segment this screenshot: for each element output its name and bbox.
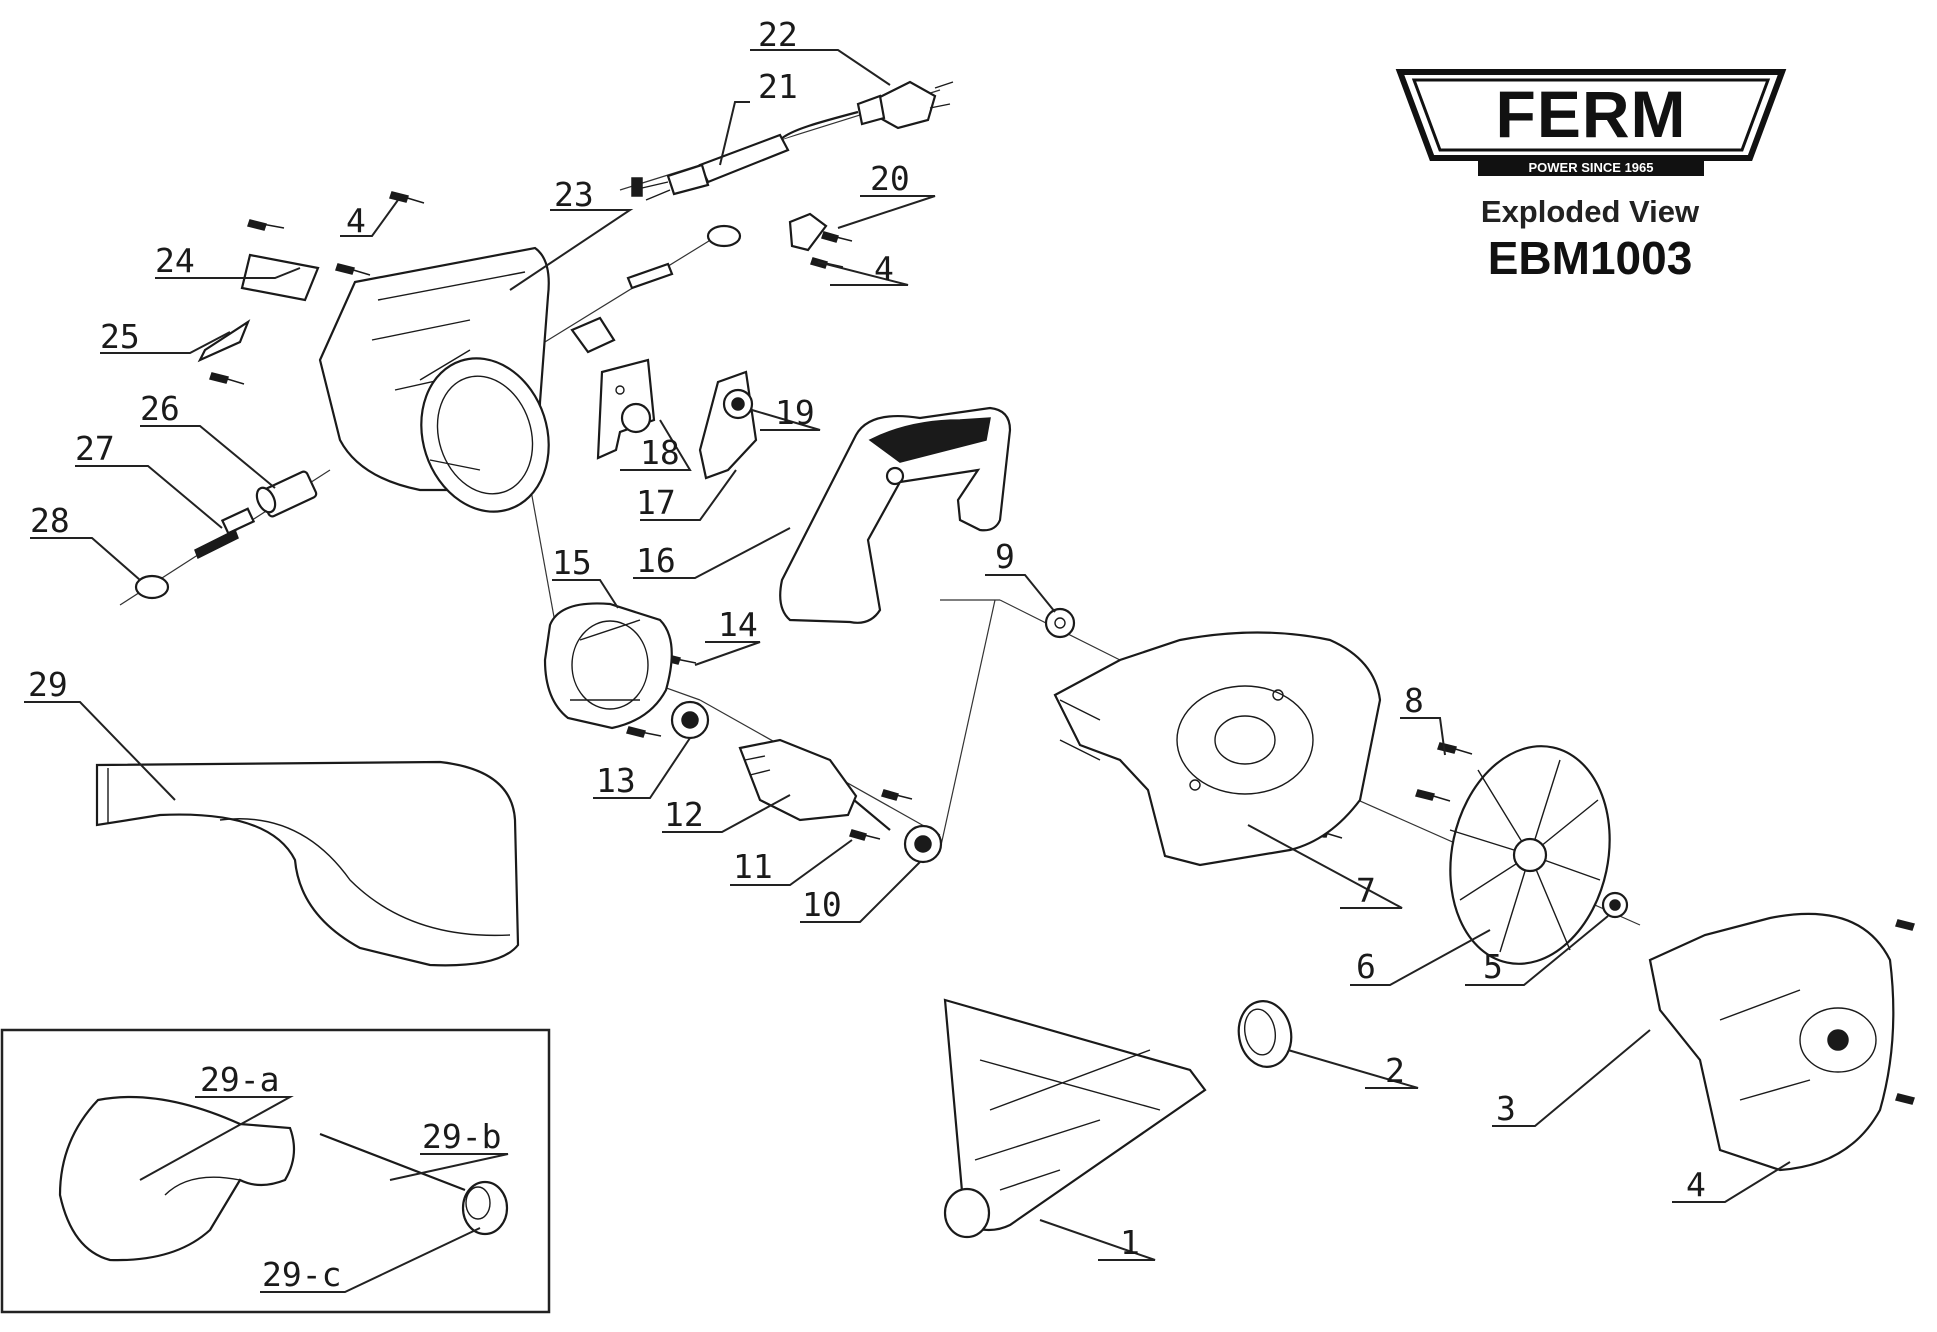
callout-4: 4 [1686, 1165, 1706, 1204]
speed-controller [698, 370, 758, 480]
kit-drawstring [319, 1132, 466, 1192]
callout-8: 8 [1404, 681, 1424, 720]
fan-impeller [1449, 745, 1611, 965]
callout-21: 21 [758, 67, 798, 106]
callout-17: 17 [636, 483, 676, 522]
blower-tube [943, 998, 1207, 1239]
callout-5: 5 [1483, 947, 1503, 986]
callout-29-a: 29-a [200, 1060, 279, 1099]
callout-4: 4 [346, 201, 366, 240]
nut [1601, 891, 1629, 919]
callout-leaders [24, 49, 1791, 1293]
callout-26: 26 [140, 389, 180, 428]
callout-15: 15 [552, 543, 592, 582]
callout-6: 6 [1356, 947, 1376, 986]
callout-29: 29 [28, 665, 68, 704]
callout-19: 19 [775, 393, 815, 432]
collection-bag [95, 760, 520, 967]
callout-2: 2 [1385, 1051, 1405, 1090]
callout-3: 3 [1496, 1089, 1516, 1128]
callout-14: 14 [718, 605, 758, 644]
brand-tagline: POWER SINCE 1965 [1529, 160, 1654, 175]
kit-bag [58, 1095, 296, 1262]
stator [543, 602, 673, 730]
carbon-brush [194, 507, 256, 560]
ferm-logo: FERM POWER SINCE 1965 [1395, 69, 1787, 176]
callout-13: 13 [596, 761, 636, 800]
diagram-subtitle: Exploded View [1481, 194, 1700, 229]
callout-24: 24 [155, 241, 195, 280]
kit-adapter-ring [461, 1180, 509, 1236]
callout-labels: 22 21 23 4 24 20 4 25 26 19 18 27 17 28 … [28, 15, 1706, 1294]
callout-29-c: 29-c [262, 1255, 341, 1294]
strain-relief [570, 224, 742, 354]
callout-27: 27 [75, 429, 115, 468]
callout-25: 25 [100, 317, 140, 356]
power-plug [856, 80, 954, 130]
armature [738, 738, 891, 831]
nozzle-ring [1237, 1000, 1293, 1068]
washer [1044, 607, 1076, 639]
accessory-kit-box [0, 1028, 551, 1314]
callout-7: 7 [1356, 871, 1376, 910]
callout-12: 12 [664, 795, 704, 834]
callout-23: 23 [554, 175, 594, 214]
callout-1: 1 [1120, 1223, 1140, 1262]
brush-cap [134, 574, 170, 600]
callout-29-b: 29-b [422, 1117, 501, 1156]
front-housing [1648, 912, 1895, 1172]
handle [779, 406, 1012, 624]
model-number: EBM1003 [1488, 232, 1693, 284]
rating-label [197, 319, 251, 363]
bearing-rear [903, 824, 943, 864]
bearing-front [670, 700, 710, 740]
rear-housing [318, 246, 550, 513]
power-cord [631, 110, 859, 201]
callout-16: 16 [636, 541, 676, 580]
callout-4: 4 [874, 249, 894, 288]
switch-assembly [596, 358, 656, 460]
brand-name: FERM [1496, 77, 1687, 151]
callout-10: 10 [802, 885, 842, 924]
callout-11: 11 [733, 847, 773, 886]
callout-18: 18 [640, 433, 680, 472]
callout-20: 20 [870, 159, 910, 198]
callout-9: 9 [995, 537, 1015, 576]
callout-28: 28 [30, 501, 70, 540]
motor-cover [1053, 631, 1382, 867]
brush-holder [255, 470, 318, 518]
callout-22: 22 [758, 15, 798, 54]
cord-clamp [788, 212, 828, 252]
